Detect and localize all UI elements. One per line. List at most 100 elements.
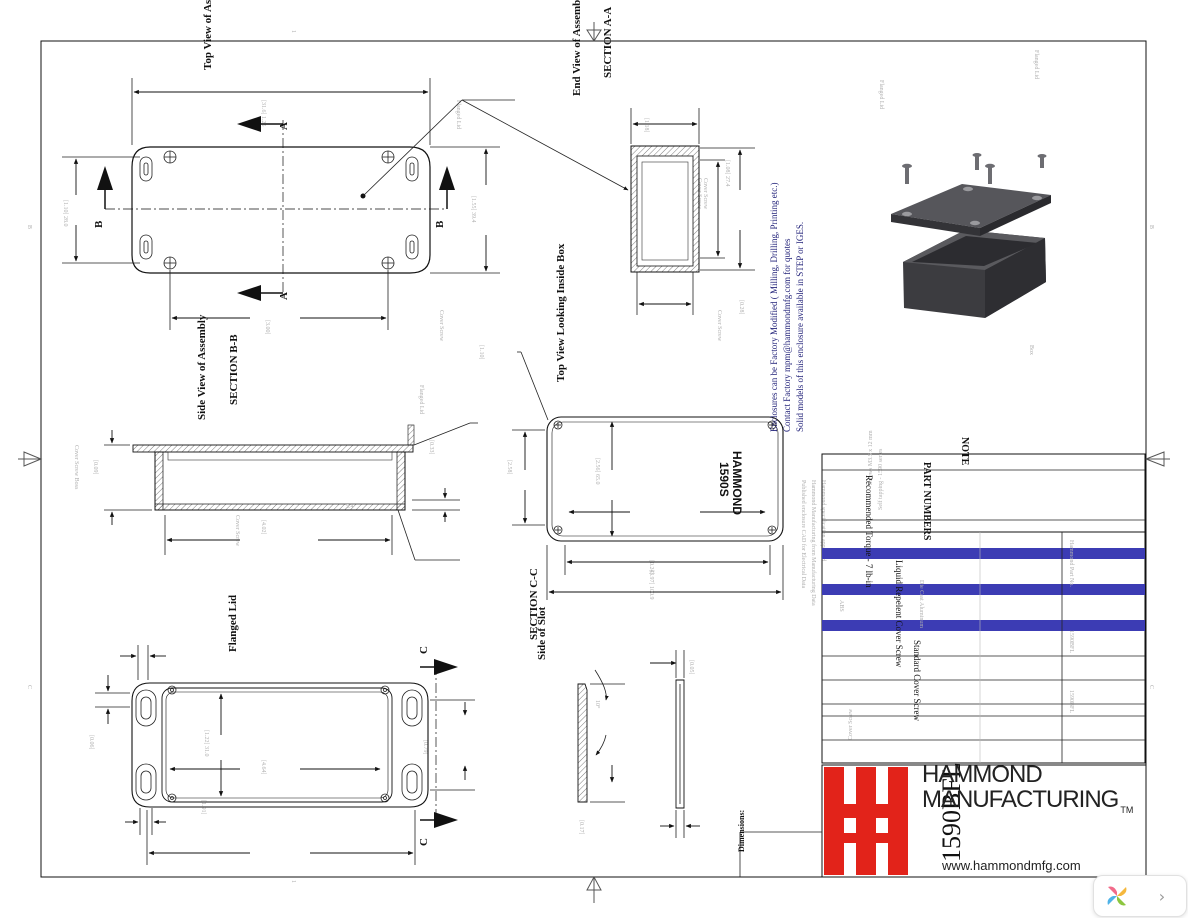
top-view-screws — [163, 150, 395, 270]
svg-text:[2.58]: [2.58] — [506, 460, 512, 475]
svg-text:Flanged Lid: Flanged Lid — [418, 385, 424, 414]
svg-text:[1.10] 28.0: [1.10] 28.0 — [62, 200, 68, 227]
svg-text:[4.02]: [4.02] — [260, 520, 266, 535]
next-page-button[interactable]: › — [1140, 877, 1184, 915]
svg-text:[0.79]: [0.79] — [422, 740, 428, 755]
end-view-assembly: Cover Screw [1.08] 27.4 — [630, 108, 755, 315]
top-inside-view: [2.56] 65.0 [2.58] [3.97] 100.9 — [506, 351, 784, 600]
svg-text:ABS: ABS — [838, 600, 844, 612]
svg-text:[0.28]: [0.28] — [738, 300, 744, 315]
box-marking-brand: HAMMOND — [730, 451, 744, 515]
svg-text:Flanged Lid: Flanged Lid — [878, 80, 884, 109]
label-flanged-lid: Flanged Lid — [227, 595, 239, 652]
box-marking-model: 1590S — [717, 462, 731, 497]
svg-text:B: B — [26, 225, 32, 229]
svg-text:[0.24]: [0.24] — [648, 560, 654, 575]
title-row-recommended: Recommended Torque - 7 lb-in — [864, 475, 874, 588]
title-band-2 — [822, 584, 1145, 595]
marker-a-bottom: A — [278, 292, 290, 300]
svg-text:[0.17]: [0.17] — [578, 820, 584, 835]
svg-text:Cover Screw: Cover Screw — [716, 310, 722, 342]
svg-text:B: B — [1148, 225, 1154, 229]
marker-a-top: A — [278, 122, 290, 130]
brand-line-2-text: MANUFACTURING — [922, 786, 1119, 813]
lid-profile-detail — [650, 650, 700, 838]
svg-text:[1.08] 27.4: [1.08] 27.4 — [724, 160, 730, 187]
svg-text:1590BFL: 1590BFL — [1068, 630, 1074, 653]
svg-text:Cover Screw: Cover Screw — [234, 515, 240, 547]
trademark-symbol: TM — [1120, 804, 1134, 815]
label-section-bb: SECTION B-B — [228, 334, 240, 405]
side-view-assembly: 5.4 [0.09] [4.02] — [92, 422, 478, 561]
label-section-cc: SECTION C-C — [528, 568, 540, 640]
title-band-1 — [822, 548, 1145, 559]
svg-text:Flanged Lid: Flanged Lid — [455, 100, 461, 129]
svg-text:[0.09]: [0.09] — [92, 460, 98, 475]
svg-text:[0.05]: [0.05] — [688, 660, 694, 675]
svg-text:[2.56] 65.0: [2.56] 65.0 — [594, 458, 600, 485]
dimensions-label: Dimensions: — [737, 810, 746, 852]
hammond-logo-mark — [824, 767, 908, 875]
edge-markers — [18, 22, 1170, 903]
title-note-header: NOTE — [959, 437, 970, 466]
marker-c-top: C — [418, 646, 430, 654]
label-side-view: Side View of Assembly — [196, 314, 208, 420]
svg-text:[0.33]: [0.33] — [428, 440, 434, 455]
svg-text:[1.22] 31.0: [1.22] 31.0 — [203, 730, 209, 757]
svg-text:[1.10]: [1.10] — [478, 345, 484, 360]
note-line-2: Contact Factory mpm@hammondmfg.com for q… — [782, 238, 792, 432]
svg-text:Hammond Part No.: Hammond Part No. — [1068, 540, 1074, 587]
svg-text:Box: Box — [1028, 345, 1034, 355]
top-view-assembly: [1.10] 28.0 [1.55] 39.4 [3.00] — [62, 78, 629, 335]
svg-text:C: C — [26, 685, 32, 689]
svg-text:Screws M3.5 x 12 mm: Screws M3.5 x 12 mm — [868, 430, 874, 485]
viewer-nav-widget: › — [1093, 875, 1187, 917]
section-cc-detail: 10° — [577, 669, 625, 803]
svg-text:Hammond specification approved: Hammond specification approved — [820, 480, 827, 561]
flanged-lid-view: [1.22] 31.0 [4.64] — [95, 645, 475, 865]
part-number: 1590BFL — [937, 762, 966, 862]
svg-text:[4.64]: [4.64] — [260, 760, 266, 775]
brand-url: www.hammondmfg.com — [942, 858, 1081, 873]
title-row-liquid: Liquid Repelent Cover Screw — [894, 560, 904, 668]
svg-text:[1.55] 39.4: [1.55] 39.4 — [470, 196, 476, 223]
svg-text:Flanged Lid: Flanged Lid — [1033, 50, 1039, 79]
title-part-numbers: PART NUMBERS — [921, 462, 932, 541]
svg-text:[1.18]: [1.18] — [643, 118, 649, 133]
svg-text:[0.06]: [0.06] — [88, 735, 94, 750]
label-top-view: Top View of Assembly — [202, 0, 214, 70]
bottom-title-strip — [739, 764, 1147, 878]
product-3d-render — [891, 153, 1051, 318]
svg-text:Cover Screw: Cover Screw — [438, 310, 444, 342]
note-line-3: Solid models of this enclosure available… — [795, 222, 805, 432]
viewer-logo-icon[interactable] — [1094, 877, 1140, 915]
svg-text:Cover Screw: Cover Screw — [848, 708, 854, 740]
label-top-inside: Top View Looking Inside Box — [555, 243, 567, 382]
svg-text:[3.00]: [3.00] — [264, 320, 270, 335]
svg-text:1590BFL: 1590BFL — [1068, 690, 1074, 713]
title-band-3 — [822, 620, 1145, 631]
label-side-of-slot: Side of Slot — [536, 606, 548, 660]
marker-b-left: B — [93, 220, 105, 228]
label-end-view: End View of Assembly — [571, 0, 583, 96]
svg-text:Self tapping - 1590 series: Self tapping - 1590 series — [877, 448, 884, 510]
title-row-standard: Standard Cover Screw — [912, 640, 922, 721]
svg-text:5.4: 5.4 — [346, 504, 354, 510]
marker-b-right: B — [434, 220, 446, 228]
svg-text:Cover Screw: Cover Screw — [702, 178, 708, 210]
svg-text:10°: 10° — [594, 700, 601, 709]
svg-text:Hammond Manufacturing from Man: Hammond Manufacturing from Manufacturing… — [810, 480, 817, 606]
top-view-slots — [139, 156, 419, 260]
svg-text:Cover Screw Boss: Cover Screw Boss — [73, 445, 79, 490]
svg-text:[31.6] 1.25: [31.6] 1.25 — [260, 100, 266, 127]
marker-c-bottom: C — [418, 838, 430, 846]
svg-text:1: 1 — [290, 30, 296, 33]
title-block: Hammond Part No. 1590BFL 1590BFL ABS Die… — [821, 430, 1146, 764]
label-section-aa: SECTION A-A — [602, 7, 614, 78]
svg-text:C: C — [1148, 685, 1154, 689]
brand-line-1: HAMMOND — [922, 761, 1043, 788]
svg-text:[3.97] 100.9: [3.97] 100.9 — [648, 570, 654, 600]
svg-text:Published enclosure CAD for El: Published enclosure CAD for Electrical D… — [800, 480, 807, 588]
